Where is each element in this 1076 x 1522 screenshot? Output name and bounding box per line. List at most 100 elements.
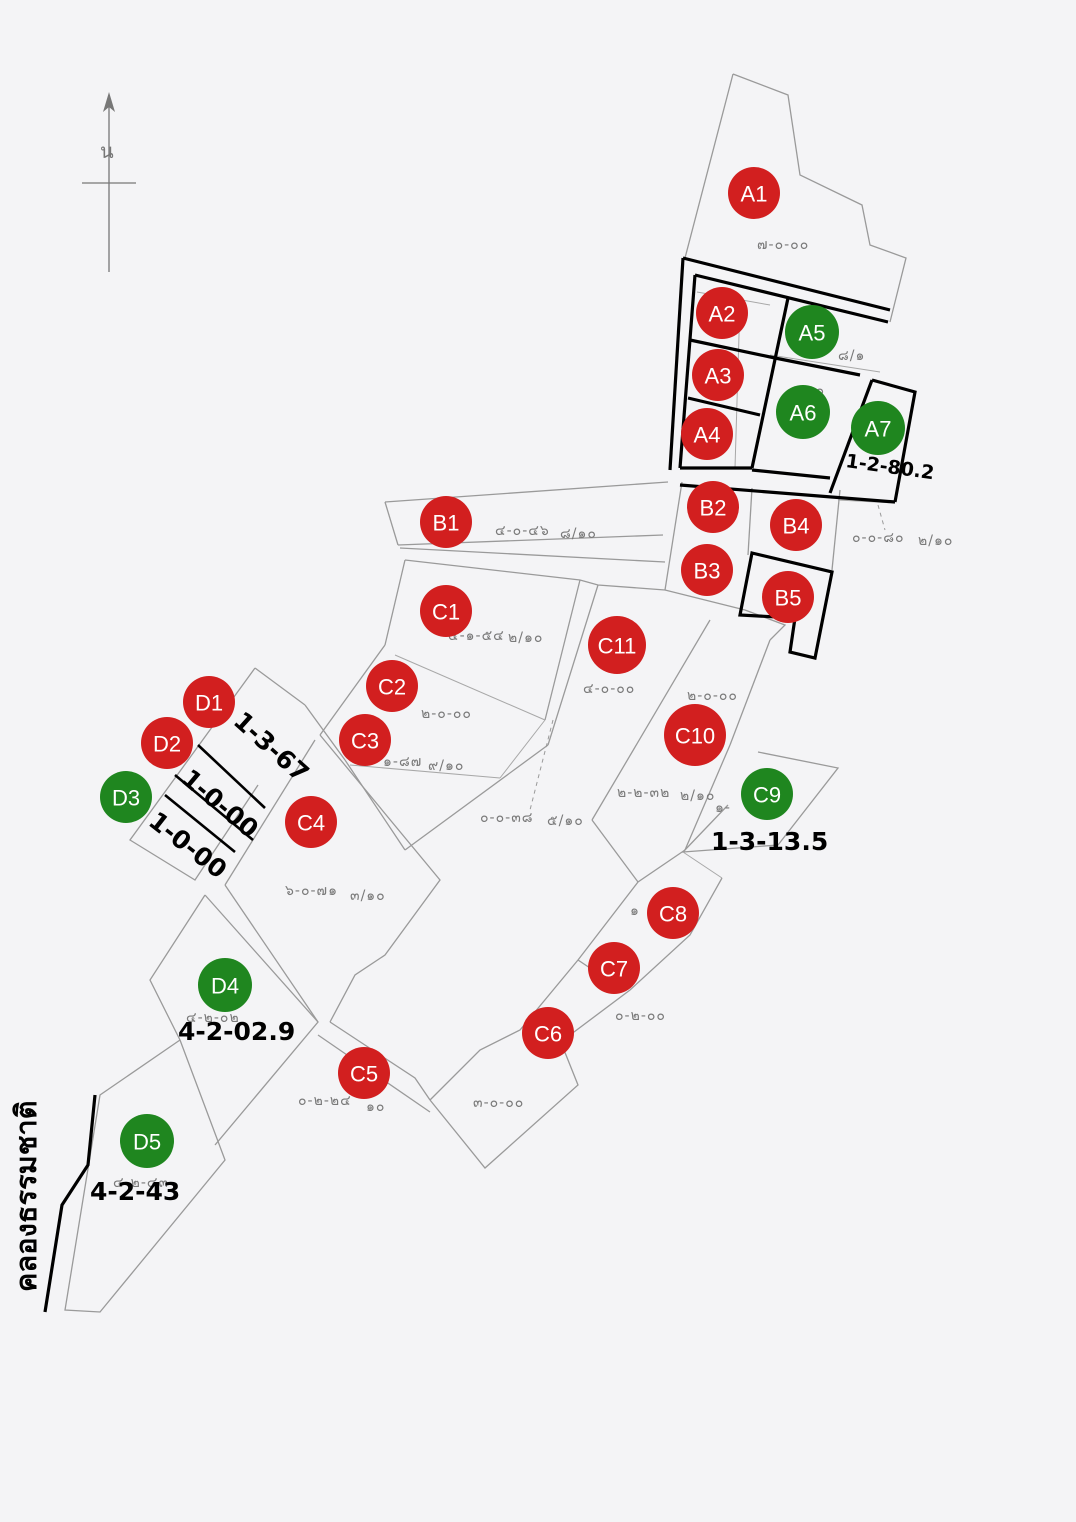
marker-circle bbox=[687, 481, 739, 533]
area-b1: ๔-๐-๔๖ bbox=[495, 523, 550, 539]
marker-label: B4 bbox=[783, 514, 810, 539]
marker-circle bbox=[366, 660, 418, 712]
marker-circle bbox=[664, 704, 726, 766]
marker-circle bbox=[785, 305, 839, 359]
annotation-c9: 1-3-13.5 bbox=[711, 827, 828, 856]
annotation-d5: 4-2-43 bbox=[90, 1177, 180, 1206]
marker-circle bbox=[339, 714, 391, 766]
area-c11: ๔-๐-๐๐ bbox=[583, 681, 635, 697]
marker-label: C5 bbox=[350, 1062, 378, 1087]
marker-c5[interactable]: C5 bbox=[338, 1047, 390, 1099]
area-d4: ๔-๒-๐๒ bbox=[186, 1010, 240, 1026]
marker-circle bbox=[420, 585, 472, 637]
marker-label: C4 bbox=[297, 811, 325, 836]
marker-c6[interactable]: C6 bbox=[522, 1007, 574, 1059]
marker-circle bbox=[588, 942, 640, 994]
marker-c1[interactable]: C1 bbox=[420, 585, 472, 637]
marker-circle bbox=[120, 1114, 174, 1168]
marker-b3[interactable]: B3 bbox=[681, 544, 733, 596]
marker-label: C9 bbox=[753, 783, 781, 808]
marker-b1[interactable]: B1 bbox=[420, 496, 472, 548]
marker-circle bbox=[728, 167, 780, 219]
area-right-plot: ๐-๐-๘๐ bbox=[852, 530, 905, 546]
marker-c3[interactable]: C3 bbox=[339, 714, 391, 766]
marker-circle bbox=[681, 544, 733, 596]
marker-c11[interactable]: C11 bbox=[588, 616, 646, 674]
marker-b5[interactable]: B5 bbox=[762, 571, 814, 623]
marker-c10[interactable]: C10 bbox=[664, 704, 726, 766]
area-c3: ๑-๘๗ bbox=[383, 754, 422, 770]
marker-circle bbox=[647, 887, 699, 939]
marker-d3[interactable]: D3 bbox=[100, 771, 152, 823]
marker-circle bbox=[588, 616, 646, 674]
marker-circle bbox=[522, 1007, 574, 1059]
marker-circle bbox=[198, 958, 252, 1012]
marker-label: A6 bbox=[790, 401, 817, 426]
marker-circle bbox=[141, 717, 193, 769]
marker-c2[interactable]: C2 bbox=[366, 660, 418, 712]
area-d5: ๔-๒-๔๓ bbox=[113, 1175, 169, 1191]
marker-label: B3 bbox=[694, 559, 721, 584]
marker-c9[interactable]: C9 bbox=[741, 768, 793, 820]
area-c10-frac: ๒/๑๐ bbox=[680, 788, 715, 804]
marker-b2[interactable]: B2 bbox=[687, 481, 739, 533]
marker-circle bbox=[696, 287, 748, 339]
area-c4: ๖-๐-๗๑ bbox=[285, 883, 338, 899]
marker-circle bbox=[285, 796, 337, 848]
north-symbol: น bbox=[100, 139, 114, 163]
marker-a6[interactable]: A6 bbox=[776, 385, 830, 439]
marker-circle bbox=[851, 401, 905, 455]
marker-label: B5 bbox=[775, 586, 802, 611]
area-c-mid-frac: ๕/๑๐ bbox=[547, 813, 584, 829]
area-c3-frac: ๙/๑๐ bbox=[428, 758, 464, 774]
marker-a1[interactable]: A1 bbox=[728, 167, 780, 219]
marker-a2[interactable]: A2 bbox=[696, 287, 748, 339]
marker-circle bbox=[100, 771, 152, 823]
marker-a7[interactable]: A7 bbox=[851, 401, 905, 455]
marker-c7[interactable]: C7 bbox=[588, 942, 640, 994]
area-c9: ๑- bbox=[715, 800, 731, 816]
north-arrow: น bbox=[82, 92, 136, 272]
marker-label: D4 bbox=[211, 974, 239, 999]
marker-label: B2 bbox=[700, 496, 727, 521]
area-c5: ๐-๒-๒๔ bbox=[298, 1093, 352, 1109]
marker-b4[interactable]: B4 bbox=[770, 499, 822, 551]
marker-label: A3 bbox=[705, 364, 732, 389]
marker-a3[interactable]: A3 bbox=[692, 349, 744, 401]
marker-label: A5 bbox=[799, 321, 826, 346]
area-a1: ๗-๐-๐๐ bbox=[757, 237, 809, 253]
marker-label: A1 bbox=[741, 182, 768, 207]
marker-d1[interactable]: D1 bbox=[183, 676, 235, 728]
area-a5: ๘/๑ bbox=[838, 348, 865, 364]
marker-c4[interactable]: C4 bbox=[285, 796, 337, 848]
area-c4-frac: ๓/๑๐ bbox=[350, 888, 386, 904]
annotation-d1: 1-3-67 bbox=[228, 706, 315, 788]
area-c5-frac: ๑๐ bbox=[366, 1099, 385, 1115]
marker-a4[interactable]: A4 bbox=[681, 408, 733, 460]
area-c1-frac: ๒/๑๐ bbox=[508, 630, 543, 646]
marker-label: C6 bbox=[534, 1022, 562, 1047]
marker-circle bbox=[770, 499, 822, 551]
marker-d4[interactable]: D4 bbox=[198, 958, 252, 1012]
annotation-d4: 4-2-02.9 bbox=[178, 1017, 295, 1046]
marker-label: D5 bbox=[133, 1130, 161, 1155]
area-c6: ๓-๐-๐๐ bbox=[473, 1095, 524, 1111]
marker-d2[interactable]: D2 bbox=[141, 717, 193, 769]
marker-label: C11 bbox=[598, 634, 637, 659]
area-c10: ๒-๒-๓๒ bbox=[617, 785, 670, 801]
marker-d5[interactable]: D5 bbox=[120, 1114, 174, 1168]
marker-a5[interactable]: A5 bbox=[785, 305, 839, 359]
marker-circle bbox=[420, 496, 472, 548]
marker-c8[interactable]: C8 bbox=[647, 887, 699, 939]
marker-circle bbox=[183, 676, 235, 728]
area-c-mid: ๐-๐-๓๘ bbox=[480, 810, 534, 826]
area-c2: ๒-๐-๐๐ bbox=[421, 706, 472, 722]
marker-label: C8 bbox=[659, 902, 687, 927]
marker-label: C3 bbox=[351, 729, 379, 754]
marker-circle bbox=[776, 385, 830, 439]
marker-label: D1 bbox=[195, 691, 223, 716]
marker-circle bbox=[338, 1047, 390, 1099]
area-right-plot-frac: ๒/๑๐ bbox=[918, 533, 953, 549]
